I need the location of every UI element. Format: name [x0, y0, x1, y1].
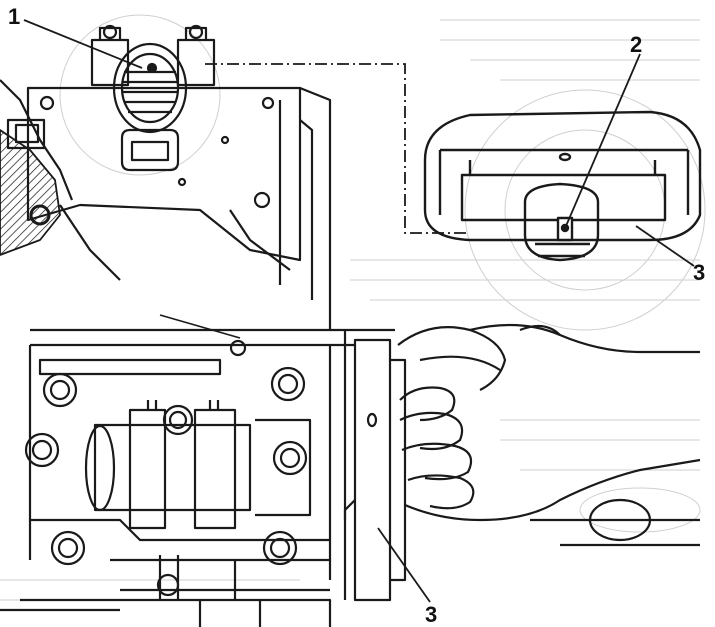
background-bleed: [0, 14, 706, 601]
callout-3a-leader: [635, 225, 695, 267]
housing-plate: [26, 86, 302, 262]
callout-label-3-lower: 3: [425, 602, 438, 627]
callout-label-1: 1: [8, 4, 21, 29]
bolts-right: [156, 366, 308, 597]
locating-tool: [423, 110, 702, 242]
camshaft-lobe: [84, 424, 116, 512]
camshaft-end: [112, 42, 188, 134]
detail-inset: [423, 110, 702, 262]
callout-1-leader: [23, 19, 143, 69]
locating-tool-lower: [353, 338, 392, 602]
hand: [397, 323, 700, 354]
callout-label-3-upper: 3: [693, 260, 706, 285]
callout-label-2: 2: [630, 32, 643, 57]
top-left-camshaft-view: [0, 24, 332, 330]
bolts-left: [24, 372, 86, 566]
callout-2-leader: [565, 53, 641, 227]
bottom-cylinder-head-view: [0, 323, 701, 627]
detail-connector: [205, 63, 470, 234]
callout-3b-leader: [377, 527, 431, 603]
